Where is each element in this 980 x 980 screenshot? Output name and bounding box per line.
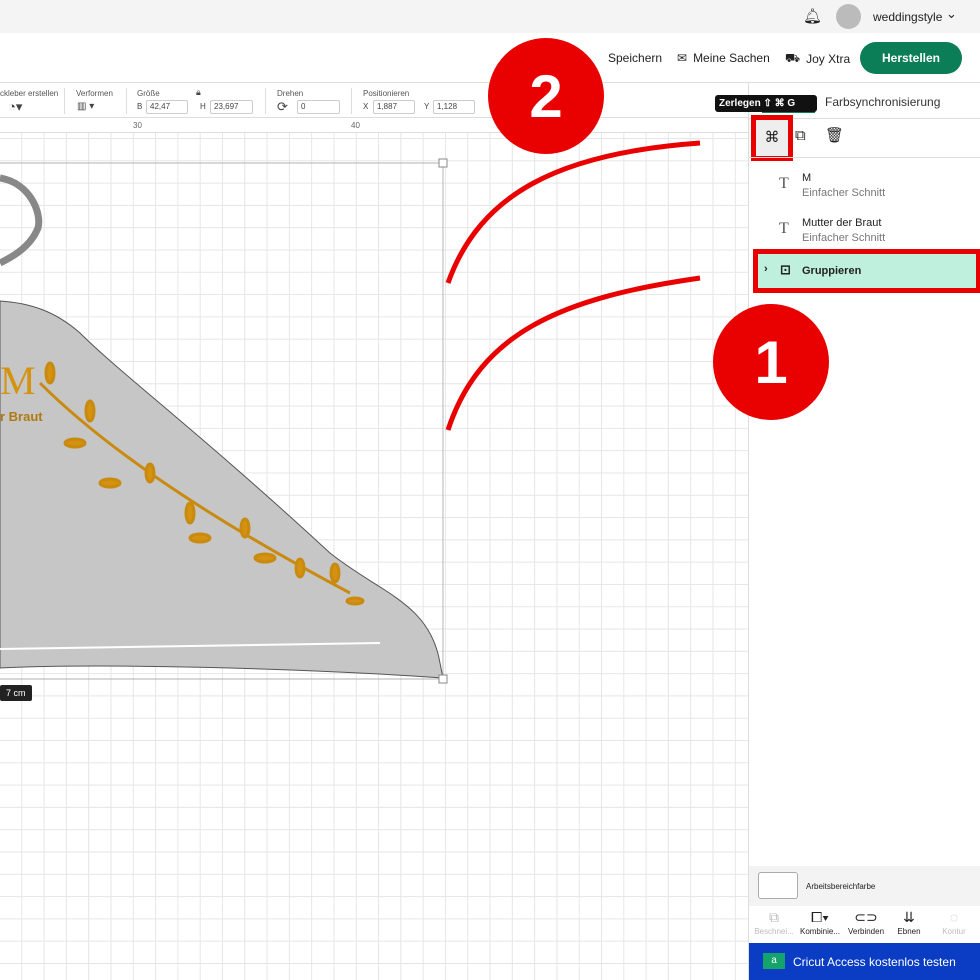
chevron-down-icon[interactable]: ⌄	[946, 6, 957, 21]
sticker-label: ckleber erstellen	[0, 89, 59, 98]
attach-button[interactable]: ⊂⊃ Verbinden	[843, 907, 889, 936]
slice-button[interactable]: ⧉ Beschnei...	[751, 907, 797, 936]
group-icon: ⊡	[780, 262, 791, 277]
bottom-tools: ⧉ Beschnei... ⧠▾ Kombinie... ⊂⊃ Verbinden ⇊…	[749, 907, 980, 942]
width-input[interactable]: 42,47	[146, 100, 188, 114]
layer-group[interactable]: › ⊡ Gruppieren	[753, 249, 980, 293]
top-bar: 🔔︎ weddingstyle ⌄	[0, 0, 980, 33]
bell-icon[interactable]: 🔔︎	[803, 8, 823, 25]
layer-name: Mutter der Braut	[802, 217, 882, 229]
tab-color-sync[interactable]: Farbsynchronisierung	[825, 95, 941, 109]
layer-operation: Einfacher Schnitt	[802, 187, 886, 199]
active-tab-indicator	[762, 111, 815, 113]
paperclip-icon: ⊂⊃	[854, 909, 878, 925]
annotation-arrow-1	[445, 275, 701, 431]
layer-name: Gruppieren	[802, 265, 862, 277]
tool-label: Ebnen	[897, 927, 921, 936]
envelope-icon: ✉	[677, 51, 688, 65]
annotation-number-2: 2	[488, 38, 604, 154]
combine-icon: ⧠▾	[810, 909, 830, 925]
y-label: Y	[424, 102, 430, 111]
annotation-number-1: 1	[713, 304, 829, 420]
joy-xtra-button[interactable]: ⛟ Joy Xtra	[785, 51, 850, 67]
layer-operation: Einfacher Schnitt	[802, 232, 886, 244]
ungroup-tooltip: Zerlegen ⇧ ⌘ G	[715, 95, 817, 112]
contour-button[interactable]: ◌ Kontur	[931, 907, 977, 936]
ruler: 30 40	[0, 118, 748, 133]
sticker-icon[interactable]: ◔▾	[8, 99, 23, 114]
canvas-color-swatch[interactable]	[758, 872, 798, 899]
rotate-icon: ⟳	[277, 99, 288, 114]
rotate-input[interactable]: 0	[297, 100, 340, 114]
hanger-cutout	[0, 642, 381, 650]
text-icon: T	[779, 220, 789, 237]
chevron-right-icon[interactable]: ›	[764, 263, 768, 275]
username[interactable]: weddingstyle	[873, 10, 943, 24]
canvas-color-row[interactable]: Arbeitsbereichfarbe	[749, 866, 980, 906]
my-stuff-button[interactable]: ✉ Meine Sachen	[677, 51, 770, 65]
rotate-label: Drehen	[277, 89, 304, 98]
x-input[interactable]: 1,887	[373, 100, 415, 114]
tool-label: Kombinie...	[799, 927, 841, 936]
resize-handle[interactable]	[438, 158, 448, 168]
canvas-color-label: Arbeitsbereichfarbe	[806, 882, 876, 891]
tool-label: Beschnei...	[754, 927, 794, 936]
annotation-arrow-2	[445, 140, 701, 284]
canvas[interactable]: M r Braut 7 cm	[0, 133, 748, 980]
my-stuff-label: Meine Sachen	[693, 51, 770, 65]
hanger-body	[0, 300, 444, 679]
warp-icon[interactable]: ▥ ▾	[77, 101, 95, 112]
height-label: H	[200, 102, 206, 111]
design-text-m: M	[0, 358, 36, 403]
machine-icon: ⛟	[785, 51, 801, 65]
y-input[interactable]: 1,128	[433, 100, 475, 114]
access-label: Cricut Access kostenlos testen	[793, 955, 956, 969]
combine-button[interactable]: ⧠▾ Kombinie...	[797, 907, 843, 936]
size-label: Größe	[137, 89, 160, 98]
design-text-braut: r Braut	[0, 409, 43, 424]
resize-handle[interactable]	[438, 674, 448, 684]
flatten-button[interactable]: ⇊ Ebnen	[886, 907, 932, 936]
access-logo-icon: a	[763, 953, 785, 969]
joy-label: Joy Xtra	[806, 52, 851, 66]
avatar[interactable]	[836, 4, 861, 29]
cricut-access-banner[interactable]: a Cricut Access kostenlos testen	[749, 943, 980, 980]
save-label: Speichern	[608, 51, 663, 65]
flatten-icon: ⇊	[903, 909, 915, 925]
trash-icon[interactable]: 🗑︎	[825, 127, 845, 144]
text-icon: T	[779, 175, 789, 192]
position-label: Positionieren	[363, 89, 410, 98]
x-label: X	[363, 102, 369, 111]
tool-label: Verbinden	[847, 927, 885, 936]
leaf-vine	[38, 361, 365, 606]
width-label: B	[137, 102, 143, 111]
tool-label: Kontur	[942, 927, 966, 936]
warp-label: Verformen	[76, 89, 113, 98]
ruler-tick-30: 30	[133, 121, 142, 130]
lock-icon[interactable]: 🔒︎	[196, 87, 201, 97]
layer-item[interactable]: T Mutter der Braut Einfacher Schnitt	[749, 210, 980, 256]
size-tooltip: 7 cm	[0, 685, 32, 701]
hanger-design[interactable]	[0, 133, 748, 980]
toolbar: ckleber erstellen ◔▾ Verformen ▥ ▾ Größe…	[0, 83, 748, 118]
ungroup-button[interactable]: ⌘	[751, 115, 793, 161]
make-button[interactable]: Herstellen	[860, 42, 962, 74]
save-button[interactable]: Speichern	[608, 51, 662, 65]
height-input[interactable]: 23,697	[210, 100, 253, 114]
hanger-hook	[0, 174, 43, 267]
layers-panel: Farbsynchronisierung Zerlegen ⇧ ⌘ G ⌘ ⧉ …	[713, 83, 980, 980]
layer-name: M	[802, 172, 812, 184]
duplicate-icon[interactable]: ⧉	[795, 127, 806, 144]
layer-item[interactable]: T M Einfacher Schnitt	[749, 165, 980, 211]
ruler-tick-40: 40	[351, 121, 360, 130]
contour-icon: ◌	[949, 909, 959, 925]
header: Speichern ✉ Meine Sachen ⛟ Joy Xtra Herste…	[0, 33, 980, 83]
slice-icon: ⧉	[769, 909, 779, 925]
